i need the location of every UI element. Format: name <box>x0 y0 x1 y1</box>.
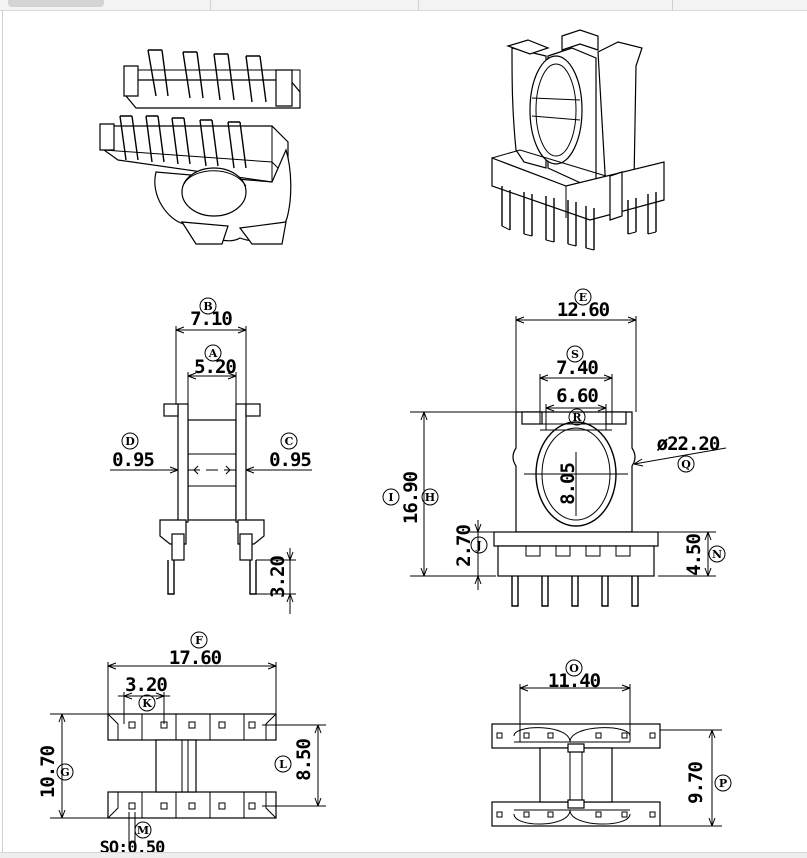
dim-F: F 17.60 <box>169 631 223 669</box>
svg-text:8.50: 8.50 <box>293 739 315 781</box>
left-border <box>2 10 3 852</box>
svg-text:2.70: 2.70 <box>453 525 475 567</box>
dim-K: 3.20 K <box>125 674 168 712</box>
svg-text:4.50: 4.50 <box>683 534 705 576</box>
dim-L: L 8.50 <box>274 739 315 781</box>
pin-squares <box>496 732 656 818</box>
window-tab[interactable] <box>8 0 104 7</box>
svg-text:3.20: 3.20 <box>267 556 289 598</box>
isometric-view-horizontal <box>99 49 301 245</box>
top-bar-divider <box>210 0 211 10</box>
svg-text:A: A <box>208 347 218 360</box>
svg-text:17.60: 17.60 <box>169 647 222 669</box>
svg-text:10.70: 10.70 <box>37 745 59 798</box>
front-view <box>410 316 727 607</box>
bottom-view <box>50 662 326 846</box>
svg-text:P: P <box>719 777 727 790</box>
dim-N: 4.50 N <box>683 534 726 576</box>
dim-A: A 5.20 <box>194 344 237 378</box>
svg-text:K: K <box>142 697 152 710</box>
dim-S: S 7.40 <box>556 345 599 379</box>
svg-text:J: J <box>475 539 481 552</box>
svg-text:N: N <box>712 548 722 561</box>
dim-G: 10.70 G <box>37 745 74 798</box>
dim-C: C 0.95 <box>269 432 312 471</box>
svg-text:11.40: 11.40 <box>548 670 601 692</box>
top-bar-divider <box>672 0 673 10</box>
svg-text:B: B <box>203 300 212 313</box>
svg-text:C: C <box>285 435 294 448</box>
dim-O: O 11.40 <box>548 659 602 692</box>
dimension-labels: B 7.10 A 5.20 D 0.95 C 0.95 3.20 E 12.60 <box>37 288 732 857</box>
top-bar-divider <box>418 0 419 10</box>
svg-text:12.60: 12.60 <box>557 299 610 321</box>
svg-text:O: O <box>569 662 579 675</box>
svg-text:R: R <box>572 411 582 424</box>
window-top-bar <box>0 0 807 11</box>
svg-text:I: I <box>388 491 393 504</box>
dim-I: I <box>382 488 400 506</box>
dim-J: 2.70 J <box>453 525 488 567</box>
svg-text:L: L <box>279 758 287 771</box>
dim-D: D 0.95 <box>112 432 155 471</box>
svg-text:G: G <box>60 766 69 779</box>
svg-text:ø22.20: ø22.20 <box>657 433 720 455</box>
svg-text:D: D <box>125 435 135 448</box>
svg-text:3.20: 3.20 <box>125 674 167 696</box>
svg-text:7.40: 7.40 <box>556 357 598 379</box>
svg-text:H: H <box>425 491 435 504</box>
svg-text:8.05: 8.05 <box>557 463 579 505</box>
window-bottom-bar <box>0 852 807 858</box>
svg-text:16.90: 16.90 <box>400 471 422 524</box>
svg-text:9.70: 9.70 <box>685 762 707 804</box>
top-view <box>491 684 722 827</box>
dim-H: 16.90 H <box>400 471 439 524</box>
svg-text:M: M <box>137 824 149 837</box>
dim-P: 9.70 P <box>685 762 732 804</box>
dim-Q: ø22.20 Q <box>657 433 721 473</box>
svg-text:0.95: 0.95 <box>112 449 154 471</box>
dim-B: B 7.10 <box>190 297 233 330</box>
dim-R: 6.60 R <box>556 385 599 426</box>
svg-text:Q: Q <box>681 458 691 471</box>
svg-text:0.95: 0.95 <box>269 449 311 471</box>
dim-inner-height: 8.05 <box>557 463 579 505</box>
dim-E: E 12.60 <box>557 288 611 321</box>
svg-text:S: S <box>571 348 579 361</box>
svg-text:E: E <box>579 291 587 304</box>
svg-text:F: F <box>195 634 203 647</box>
side-view <box>110 326 312 614</box>
svg-text:6.60: 6.60 <box>556 385 598 407</box>
isometric-view-vertical <box>491 29 665 251</box>
svg-text:5.20: 5.20 <box>194 356 236 378</box>
svg-text:7.10: 7.10 <box>190 308 232 330</box>
dim-pin-length: 3.20 <box>267 556 289 598</box>
